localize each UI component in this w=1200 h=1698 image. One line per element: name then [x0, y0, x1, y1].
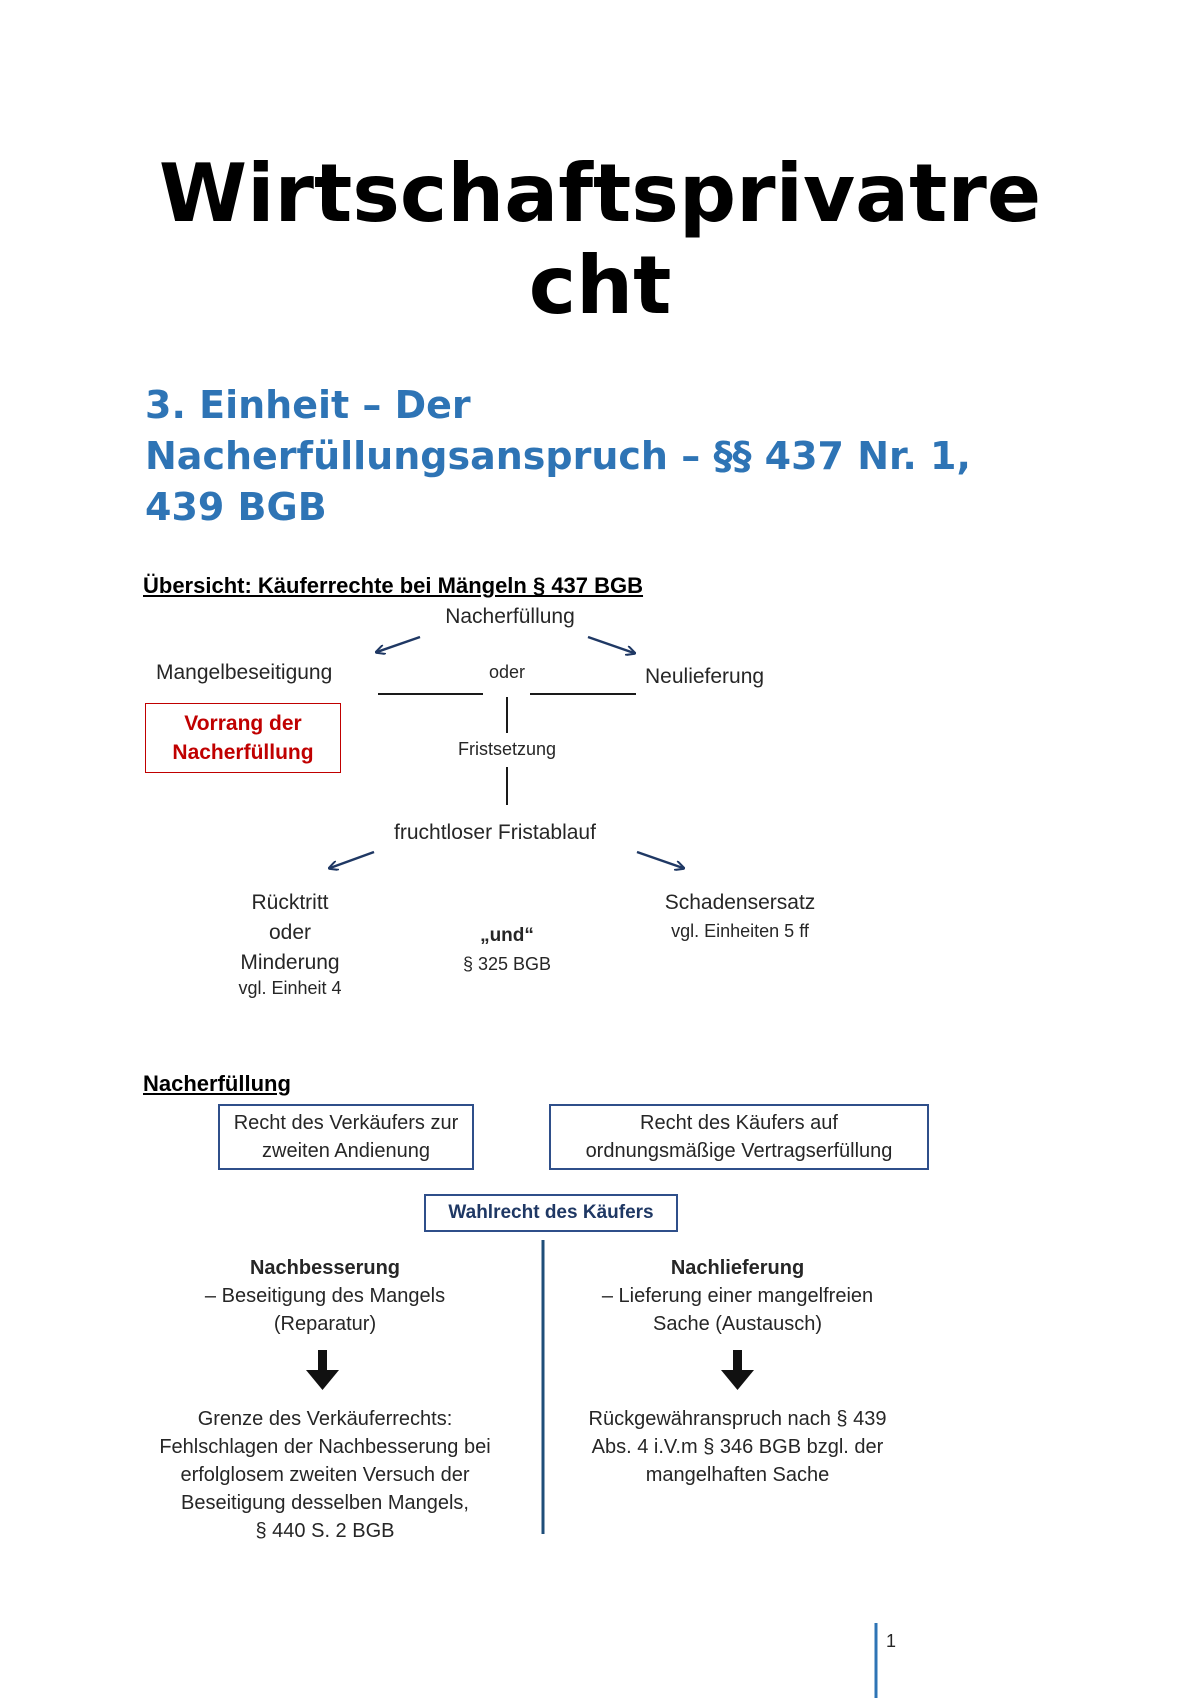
nachbesserung-block: Nachbesserung – Beseitigung des Mangels …: [140, 1254, 510, 1338]
arrow-to-ruecktritt: [330, 850, 375, 868]
label-schadensersatz: Schadensersatz: [664, 891, 816, 914]
label-fruchtloser-fristablauf: fruchtloser Fristablauf: [394, 821, 596, 844]
document-title: Wirtschaftsprivatre cht: [100, 148, 1100, 332]
label-fristsetzung: Fristsetzung: [457, 739, 557, 759]
wahlrecht-box: Wahlrecht des Käufers: [424, 1194, 678, 1232]
label-mangelbeseitigung: Mangelbeseitigung: [156, 661, 333, 684]
grenze-line-3: erfolglosem zweiten Versuch der: [180, 1464, 470, 1486]
nachlieferung-block: Nachlieferung – Lieferung einer mangelfr…: [560, 1254, 915, 1338]
rueck-line-2: Abs. 4 i.V.m § 346 BGB bzgl. der: [591, 1436, 884, 1458]
label-paragraph-325: § 325 BGB: [462, 954, 552, 974]
nachlieferung-line-2: Sache (Austausch): [653, 1313, 822, 1335]
box-kaeufer-recht: Recht des Käufers auf ordnungsmäßige Ver…: [549, 1104, 929, 1170]
label-und: „und“: [480, 925, 534, 946]
label-nacherfuellung: Nacherfüllung: [445, 605, 575, 628]
label-vgl-einheit-4: vgl. Einheit 4: [238, 978, 342, 998]
heading-line-3: 439 BGB: [145, 485, 327, 529]
rueckgewaehr-block: Rückgewähranspruch nach § 439 Abs. 4 i.V…: [560, 1405, 915, 1489]
grenze-line-4: Beseitigung desselben Mangels,: [181, 1492, 469, 1514]
overview-title: Übersicht: Käuferrechte bei Mängeln § 43…: [143, 573, 644, 598]
heading-line-2: Nacherfüllungsanspruch – §§ 437 Nr. 1,: [145, 434, 971, 478]
title-line-2: cht: [528, 239, 672, 332]
arrow-to-mangelbeseitigung: [377, 635, 421, 652]
nachlieferung-line-1: – Lieferung einer mangelfreien: [601, 1285, 874, 1307]
schadensersatz-block: Schadensersatz vgl. Einheiten 5 ff: [640, 889, 840, 945]
box-verkaeufer-recht: Recht des Verkäufers zur zweiten Andienu…: [218, 1104, 474, 1170]
vorrang-line-1: Vorrang der: [184, 712, 302, 735]
nachbesserung-line-1: – Beseitigung des Mangels: [204, 1285, 446, 1307]
arrow-to-schadensersatz: [636, 850, 683, 868]
grenze-line-5: § 440 S. 2 BGB: [255, 1520, 395, 1542]
down-arrow-left-icon: [306, 1350, 339, 1390]
down-arrow-right-icon: [721, 1350, 754, 1390]
box-left-line-1: Recht des Verkäufers zur: [233, 1112, 459, 1134]
box-left-line-2: zweiten Andienung: [262, 1140, 430, 1162]
label-vgl-einheiten-5: vgl. Einheiten 5 ff: [671, 921, 809, 941]
label-nachlieferung: Nachlieferung: [670, 1257, 805, 1279]
box-right-line-1: Recht des Käufers auf: [640, 1112, 838, 1134]
grenze-line-1: Grenze des Verkäuferrechts:: [197, 1408, 453, 1430]
nacherfuellung-title: Nacherfüllung: [143, 1071, 291, 1096]
box-right-line-2: ordnungsmäßige Vertragserfüllung: [585, 1140, 893, 1162]
label-ruecktritt: Rücktritt: [251, 891, 329, 914]
label-nachbesserung: Nachbesserung: [249, 1257, 401, 1279]
label-neulieferung: Neulieferung: [645, 665, 765, 688]
title-line-1: Wirtschaftsprivatre: [158, 147, 1042, 240]
grenze-line-2: Fehlschlagen der Nachbesserung bei: [159, 1436, 491, 1458]
label-oder-2: oder: [268, 921, 312, 944]
label-oder: oder: [488, 662, 526, 682]
unit-heading: 3. Einheit – Der Nacherfüllungsanspruch …: [145, 380, 1065, 533]
grenze-block: Grenze des Verkäuferrechts: Fehlschlagen…: [130, 1405, 520, 1545]
label-minderung: Minderung: [240, 951, 340, 974]
rueck-line-3: mangelhaften Sache: [645, 1464, 830, 1486]
arrow-to-neulieferung: [587, 635, 634, 653]
nachbesserung-line-2: (Reparatur): [273, 1313, 377, 1335]
ruecktritt-block: Rücktritt oder Minderung vgl. Einheit 4: [200, 888, 380, 998]
rueck-line-1: Rückgewähranspruch nach § 439: [588, 1408, 887, 1430]
heading-line-1: 3. Einheit – Der: [145, 383, 471, 427]
page-number: 1: [886, 1631, 897, 1651]
vorrang-box: Vorrang der Nacherfüllung: [145, 703, 341, 773]
vorrang-line-2: Nacherfüllung: [172, 741, 314, 764]
und-block: „und“ § 325 BGB: [427, 922, 587, 978]
